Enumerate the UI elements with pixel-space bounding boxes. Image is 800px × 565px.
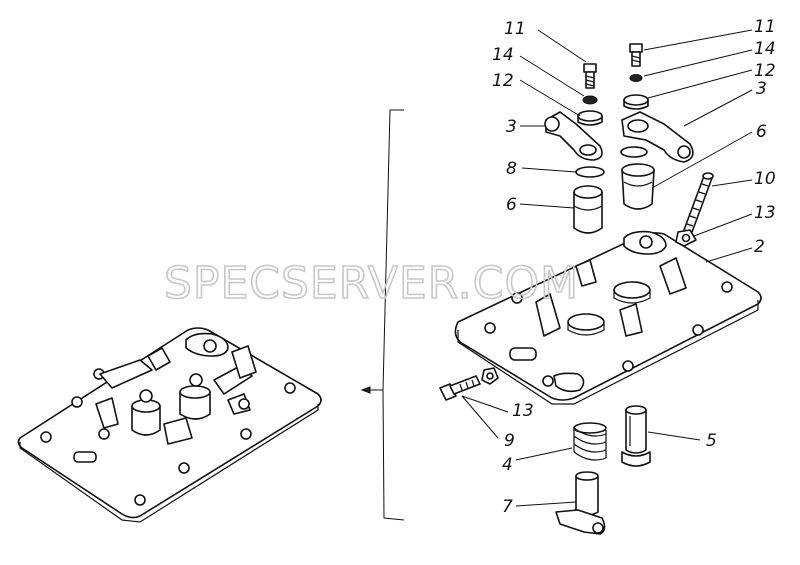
part-12-spacer-left	[577, 110, 603, 126]
callout-3-right: 3	[756, 79, 767, 99]
callout-10: 10	[754, 169, 776, 189]
assembled-stud-left	[147, 347, 171, 371]
callout-5: 5	[706, 431, 717, 451]
part-6-housing-right	[621, 163, 655, 210]
plate-stud-4	[575, 259, 597, 287]
leader-lines	[461, 29, 753, 507]
plate-bore-front	[567, 313, 605, 331]
part-14-washer-left	[582, 95, 598, 105]
assembly-bracket	[360, 109, 405, 521]
plate-stud-3	[659, 257, 687, 295]
plate-stud-1	[535, 293, 561, 337]
assembly-arrow	[360, 386, 371, 394]
callout-6-right: 6	[756, 122, 767, 142]
part-10-screw	[683, 172, 714, 233]
assembled-stud-right	[231, 345, 257, 379]
callout-4: 4	[502, 455, 513, 475]
callout-7: 7	[502, 497, 513, 517]
part-12-spacer-right	[623, 94, 649, 110]
part-8-ring-right	[620, 146, 648, 158]
callout-14-right: 14	[754, 39, 776, 59]
assembled-plate-holes	[40, 368, 296, 506]
watermark-text: SPECSERVER.COM	[164, 258, 579, 309]
callout-2: 2	[754, 237, 765, 257]
plate-tab	[553, 372, 585, 393]
callout-3-left: 3	[506, 117, 517, 137]
part-5-plunger	[621, 405, 651, 467]
callout-13-upper: 13	[754, 203, 776, 223]
callout-11-right: 11	[754, 17, 776, 37]
assembled-stud-front	[95, 397, 119, 429]
part-8-ring-left	[575, 166, 605, 178]
part-7-lever	[555, 471, 606, 535]
part-4-spring	[573, 422, 607, 461]
assembled-plate-slot	[73, 451, 97, 463]
callout-12-left: 12	[492, 71, 514, 91]
part-14-washer-right	[629, 74, 643, 82]
plate-slot	[509, 347, 537, 361]
callout-8: 8	[506, 159, 517, 179]
callouts: 11 14 12 3 8 6 11 14 12 3 6 10 13 2 13 9…	[492, 17, 776, 517]
part-11-bolt-left	[583, 63, 597, 89]
part-2-plate	[454, 230, 762, 405]
callout-6-left: 6	[506, 195, 517, 215]
assembled-rocker-left	[99, 359, 153, 389]
part-6-housing-left	[573, 185, 603, 234]
callout-13-lower: 13	[512, 401, 534, 421]
assembled-unit	[17, 327, 322, 523]
part-3-rocker-left	[544, 111, 603, 161]
callout-11-left: 11	[504, 19, 526, 39]
plate-bore-back	[613, 281, 651, 299]
plate-stud-2	[619, 303, 643, 337]
part-11-bolt-right	[629, 43, 643, 67]
assembled-stud-center	[163, 417, 193, 445]
callout-9: 9	[504, 431, 515, 451]
part-13-nut-upper	[675, 229, 697, 247]
part-3-rocker-right	[621, 111, 694, 163]
callout-12-right: 12	[754, 61, 776, 81]
part-9-bolt	[439, 375, 481, 401]
part-13-nut-lower	[481, 367, 499, 385]
callout-14-left: 14	[492, 45, 514, 65]
